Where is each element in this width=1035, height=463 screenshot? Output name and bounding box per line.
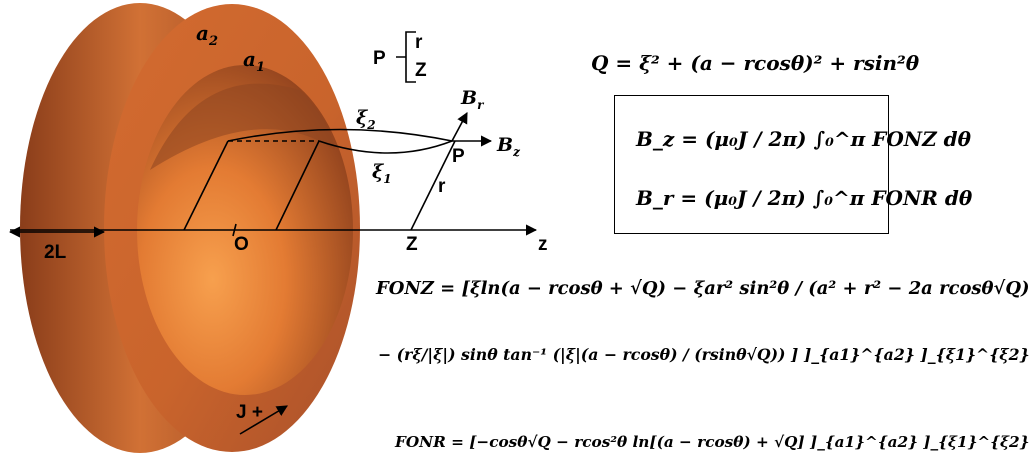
br-label: Br — [460, 87, 485, 112]
fonz-equation-line1: FONZ = [ξln(a − rcosθ + √Q) − ξar² sin²θ… — [375, 278, 1029, 299]
diagram-labels: a2 a1 P r Z ξ2 ξ1 Br Bz P r O Z z 2L J + — [44, 21, 548, 423]
br-arrow — [451, 112, 468, 142]
z-point-label: Z — [406, 234, 418, 255]
r-line-label: r — [438, 176, 446, 197]
point-p-label: P — [452, 146, 465, 167]
p-brace-label: P — [373, 48, 386, 69]
slant-line-1 — [183, 140, 229, 231]
current-arrow — [239, 405, 288, 435]
slant-line-3 — [410, 140, 456, 231]
br-equation: B_r = (μ₀J / 2π) ∫₀^π FONR dθ — [635, 186, 973, 210]
brace-z-label: Z — [415, 60, 427, 81]
xi1-label: ξ1 — [372, 161, 392, 186]
p-brace — [396, 31, 416, 83]
xi2-curve — [227, 128, 453, 142]
two-l-label: 2L — [44, 242, 67, 263]
xi1-curve — [318, 140, 453, 154]
slant-line-2 — [275, 140, 320, 231]
ring-inner-shadow — [150, 83, 335, 170]
geometry-lines — [8, 31, 538, 435]
brace-r-label: r — [415, 32, 423, 53]
bz-label: Bz — [496, 134, 521, 159]
bz-equation: B_z = (μ₀J / 2π) ∫₀^π FONZ dθ — [635, 127, 972, 151]
a2-label: a2 — [196, 21, 218, 49]
a1-label: a1 — [243, 47, 265, 75]
q-equation: Q = ξ² + (a − rcosθ)² + rsin²θ — [591, 51, 920, 75]
field-equations-box — [614, 95, 889, 234]
fonr-equation: FONR = [−cosθ√Q − rcos²θ ln[(a − rcosθ) … — [394, 433, 1029, 451]
origin-label: O — [234, 234, 249, 255]
current-label: J + — [236, 402, 263, 423]
fonz-equation-line2: − (rξ/|ξ|) sinθ tan⁻¹ (|ξ|(a − rcosθ) / … — [378, 345, 1030, 364]
origin-tick — [232, 223, 237, 237]
z-axis-label: z — [538, 234, 548, 255]
xi2-label: ξ2 — [356, 107, 376, 132]
copper-ring — [20, 3, 360, 453]
